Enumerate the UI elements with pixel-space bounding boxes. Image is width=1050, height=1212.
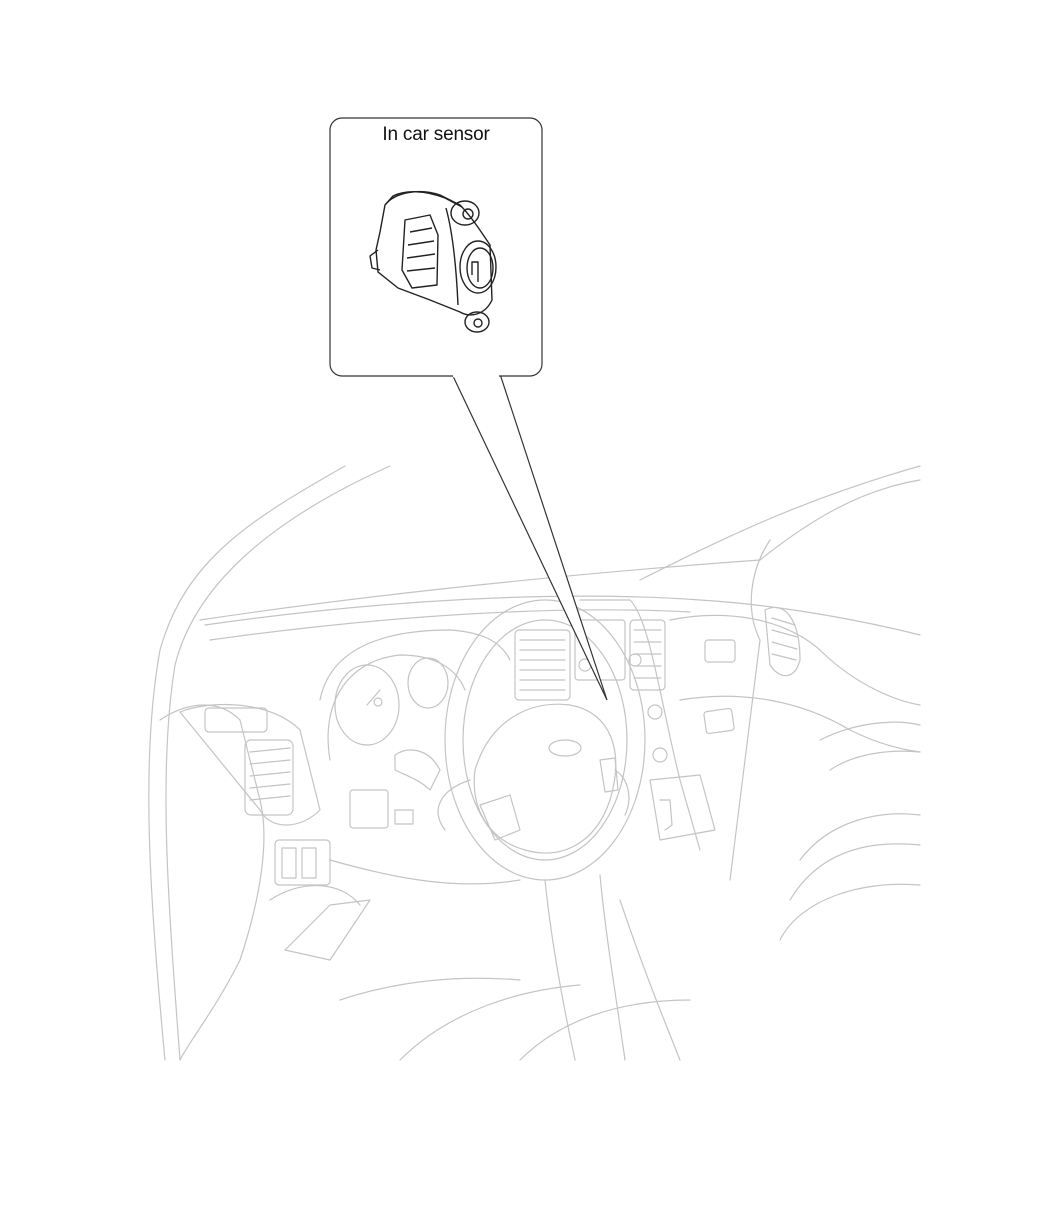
top-left-vent [204,707,268,733]
right-seat-back [819,721,921,741]
sensor-connector-inner [466,247,494,289]
sensor-side-clip [369,249,381,271]
hvac-knob [652,747,668,763]
vent-slat [771,641,798,650]
vent-slat [771,653,797,661]
steering-spoke-right [614,769,630,816]
right-door [750,539,771,641]
left-vent-housing [179,703,321,826]
hvac-knob [647,704,663,720]
speedometer-needle [366,689,381,706]
sensor-bottom-lug-hole [473,318,483,328]
wiper-stalk [394,749,441,791]
vent-slat [249,783,291,789]
center-stack-frame [579,599,701,851]
instrument-cluster-frame [327,654,466,761]
passenger-dash-lower [679,695,921,753]
dash-top-line-2 [209,609,691,641]
passenger-seat-2 [789,843,921,901]
left-vent-grille [244,739,294,816]
kick-panel [284,899,371,961]
sensor-bottom-lug [464,311,490,333]
shifter [659,799,673,831]
instrument-cluster-hood [319,629,511,701]
sensor-grille-slat [406,253,436,259]
glovebox-handle [703,707,735,735]
sensor-connector-pin [471,261,479,282]
steering-wheel-rim-inner [462,619,628,861]
sensor-grille-slat [406,267,436,272]
steering-column [544,879,576,1061]
vent-slat [249,747,291,753]
radio-knob [628,653,642,667]
right-seat-back-2 [829,750,921,771]
floor-line [339,977,521,1001]
sensor-body-top [384,191,463,208]
center-vent-left [514,629,571,701]
vent-slat [771,617,796,626]
small-switch [394,809,414,825]
passenger-seat-cushion [779,883,921,941]
vent-slat [249,771,291,777]
dash-top-line [204,595,921,636]
vent-slat [249,795,291,801]
shifter-housing [649,774,716,841]
passenger-seat [799,813,921,861]
vent-slat [249,759,291,765]
steering-wheel-hub [473,703,617,854]
callout-label: In car sensor [382,124,490,145]
windshield-right-2 [759,479,921,561]
lower-dash [329,859,521,885]
steering-wheel-control-left [479,794,521,841]
speedometer [334,664,400,746]
switch [301,847,317,879]
driver-seat [519,999,691,1061]
a-pillar-left [148,465,346,1061]
left-switch-panel [274,839,331,886]
steering-wheel-rim-outer [444,599,646,881]
sensor-grille-slat [407,240,435,246]
driver-seat-2 [399,984,581,1061]
passenger-dash [669,614,921,706]
vehicle-interior-drawing [148,465,921,1061]
steering-column-2 [599,874,626,1061]
steering-spoke-left [437,779,471,831]
sensor-body-edge [445,207,459,306]
sensor-top-lug-hole [462,208,474,220]
sensor-top-lug [450,200,480,226]
right-pillar [729,639,761,881]
passenger-airbag-indicator [704,639,736,663]
hazard-switch-panel [349,789,389,829]
a-pillar-left-inner [165,465,391,1061]
center-vent-right [629,619,666,691]
sensor-grille-slat [409,227,433,233]
sensor-connector [459,240,497,294]
gauge-center [373,697,383,707]
switch [281,847,297,879]
console [619,899,681,1061]
sensor-grille [401,214,439,289]
lower-left-dash [269,884,361,906]
in-car-sensor-icon [369,190,497,333]
callout-leader [451,373,608,701]
windshield-right [639,465,921,581]
windshield-top [199,559,761,621]
tachometer [407,657,449,709]
steering-wheel-control-right [599,757,619,793]
steering-logo [548,739,582,757]
right-vent [764,606,801,677]
vent-slat [771,629,798,638]
callout-box [329,117,543,377]
